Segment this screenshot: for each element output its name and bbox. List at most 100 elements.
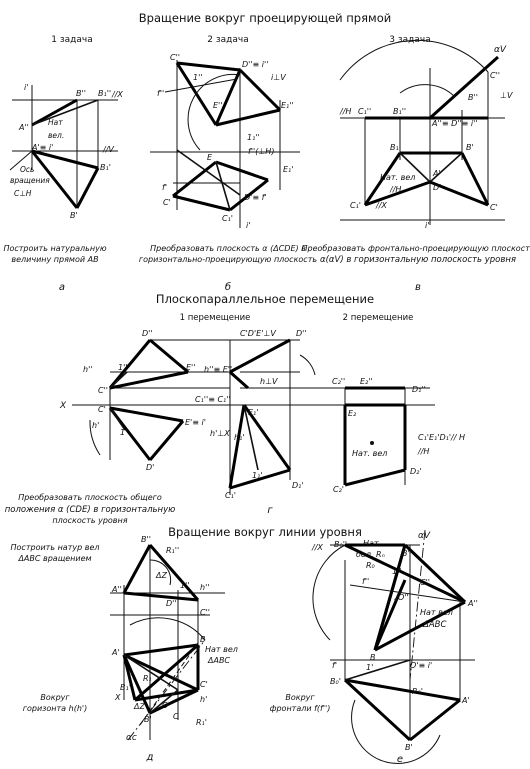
svg-text:C': C' <box>98 405 106 414</box>
svg-text:B₁': B₁' <box>390 143 401 152</box>
svg-text:C'': C'' <box>200 608 210 617</box>
svg-text:B': B' <box>144 715 152 724</box>
svg-text:E₁'': E₁'' <box>281 101 294 110</box>
label-parallel-x-a: //X <box>111 90 123 99</box>
svg-text:B₁'': B₁'' <box>393 107 406 116</box>
svg-text:R₀: R₀ <box>366 561 376 570</box>
label-h-perp-v: h⊥V <box>260 377 278 386</box>
svg-text:f': f' <box>162 183 167 192</box>
svg-text:1': 1' <box>120 428 127 437</box>
svg-text:B: B <box>370 653 376 662</box>
panel-e: Нат бел. Rₙ αV //X B₀'' B'' R₀ 1'' f'' C… <box>270 529 478 765</box>
label-nat-bel-e2: ΔABC <box>422 620 446 630</box>
caption-g-1: Преобразовать плоскость общего <box>18 493 162 502</box>
svg-text:i': i' <box>24 83 28 92</box>
label-h-perp-x: h'⊥X <box>210 429 230 438</box>
svg-text:ΔZ: ΔZ <box>155 571 167 580</box>
panel-g: X D'' h'' 1'' E'' C' <box>5 329 465 525</box>
caption-a-2: величину прямой АВ <box>11 255 98 264</box>
panel-v: αV C'' ⊥V B'' //H C₁'' B₁'' A''≡ D''≡ i'… <box>302 39 530 293</box>
svg-text:C'': C'' <box>98 386 108 395</box>
svg-text:R₁: R₁ <box>143 674 152 683</box>
svg-text:A'': A'' <box>18 123 29 132</box>
svg-text:B': B' <box>466 143 474 152</box>
svg-text:A': A' <box>461 696 470 705</box>
svg-text:B₁'': B₁'' <box>98 89 111 98</box>
svg-text:C₁': C₁' <box>350 201 361 210</box>
caption-v-2: α(αV) в горизонтальную полоскость уровня <box>320 255 516 265</box>
caption-d-2: ΔABC вращением <box>17 554 91 563</box>
label-nat-bel-r2: бел. Rₙ <box>356 550 385 559</box>
svg-text:B: B <box>200 635 206 644</box>
svg-text:h'': h'' <box>83 365 92 374</box>
caption-d-axis-1: Вокруг <box>40 693 70 702</box>
label-i-perp-v: i⊥V <box>271 73 286 82</box>
label-cde-perp-v: C'D'E'⊥V <box>240 329 276 338</box>
heading-rotation-level: Вращение вокруг линии уровня <box>168 525 362 539</box>
label-nat-bel-v: Нат. вел <box>380 173 415 182</box>
label-nat-bel-e: Нат вел <box>420 608 453 617</box>
svg-text:D₁'': D₁'' <box>412 385 426 394</box>
label-perp-v-v: ⊥V <box>500 91 513 100</box>
label-parallel-x-e: //X <box>311 543 323 552</box>
svg-text:C': C' <box>490 203 498 212</box>
letter-v: в <box>415 282 421 293</box>
label-x-axis: X <box>59 401 67 411</box>
letter-d: д <box>146 752 154 763</box>
caption-d-axis-2: горизонта h(h') <box>23 704 87 713</box>
caption-e-axis-2: фронтали f(f'') <box>270 704 331 713</box>
svg-text:B'': B'' <box>402 549 412 558</box>
label-alpha-v-e: αV <box>418 531 431 541</box>
svg-text:D'': D'' <box>166 599 177 608</box>
svg-text:1'': 1'' <box>180 581 190 590</box>
label-bel-a: вел. <box>48 131 64 140</box>
svg-text:A': A' <box>111 648 120 657</box>
svg-text:C'': C'' <box>170 53 180 62</box>
letter-a: а <box>59 282 65 293</box>
task3-label: 3 задача <box>389 35 430 45</box>
letter-b: б <box>225 281 231 293</box>
svg-text:A': A' <box>432 169 441 178</box>
svg-text:A''≡ D''≡ i'': A''≡ D''≡ i'' <box>431 119 478 128</box>
svg-text:1'': 1'' <box>193 73 203 82</box>
caption-g-3: плоскость уровня <box>52 516 127 525</box>
svg-text:E: E <box>207 153 213 162</box>
caption-e-axis-1: Вокруг <box>285 693 315 702</box>
svg-text:1'': 1'' <box>118 363 128 372</box>
label-parallel-x-v: //X <box>375 201 387 210</box>
svg-text:B'': B'' <box>76 89 86 98</box>
heading-rotation-projecting: Вращение вокруг проецирующей прямой <box>139 11 391 25</box>
panel-b: C'' D''≡ i'' i⊥V f'' 1'' E'' E₁'' 1₁'' f… <box>139 53 317 293</box>
svg-text:E₁': E₁' <box>248 408 258 417</box>
svg-text:E₁': E₁' <box>283 165 293 174</box>
svg-text:C': C' <box>200 680 208 689</box>
svg-text:f'': f'' <box>157 89 164 98</box>
svg-text:A'≡ i': A'≡ i' <box>31 143 53 152</box>
label-axis-a1: Ось <box>20 165 34 174</box>
svg-text:B₀': B₀' <box>330 677 341 686</box>
label-alpha-v: αV <box>494 45 507 55</box>
svg-text:D'': D'' <box>296 329 307 338</box>
svg-text:C₂'': C₂'' <box>332 377 345 386</box>
svg-text:X: X <box>114 693 121 702</box>
label-axis-a2: вращения <box>10 176 50 185</box>
label-cde-parallel2: //H <box>417 447 429 456</box>
caption-a-1: Построить натуральную <box>3 244 106 253</box>
move2-label: 2 перемещение <box>343 313 414 323</box>
heading-plane-parallel: Плоскопараллельное перемещение <box>156 292 374 306</box>
svg-text:h''≡ E'': h''≡ E'' <box>204 365 232 374</box>
svg-text:O'': O'' <box>398 593 409 602</box>
letter-g: г <box>267 505 273 516</box>
svg-text:D'': D'' <box>142 329 153 338</box>
caption-g-2: положения α (CDE) в горизонтальную <box>5 505 176 515</box>
svg-text:1₁': 1₁' <box>252 471 263 480</box>
label-nat-bel-r: Нат <box>363 539 379 548</box>
label-perp-h-v: //H <box>339 107 351 116</box>
label-perp-h-v2: //H <box>389 185 401 194</box>
label-parallel-v-a: //V <box>102 145 114 154</box>
svg-text:h₁': h₁' <box>234 433 244 442</box>
svg-text:B': B' <box>405 743 413 752</box>
svg-text:B'': B'' <box>468 93 478 102</box>
svg-text:C₁': C₁' <box>222 214 233 223</box>
svg-text:D': D' <box>433 183 441 192</box>
